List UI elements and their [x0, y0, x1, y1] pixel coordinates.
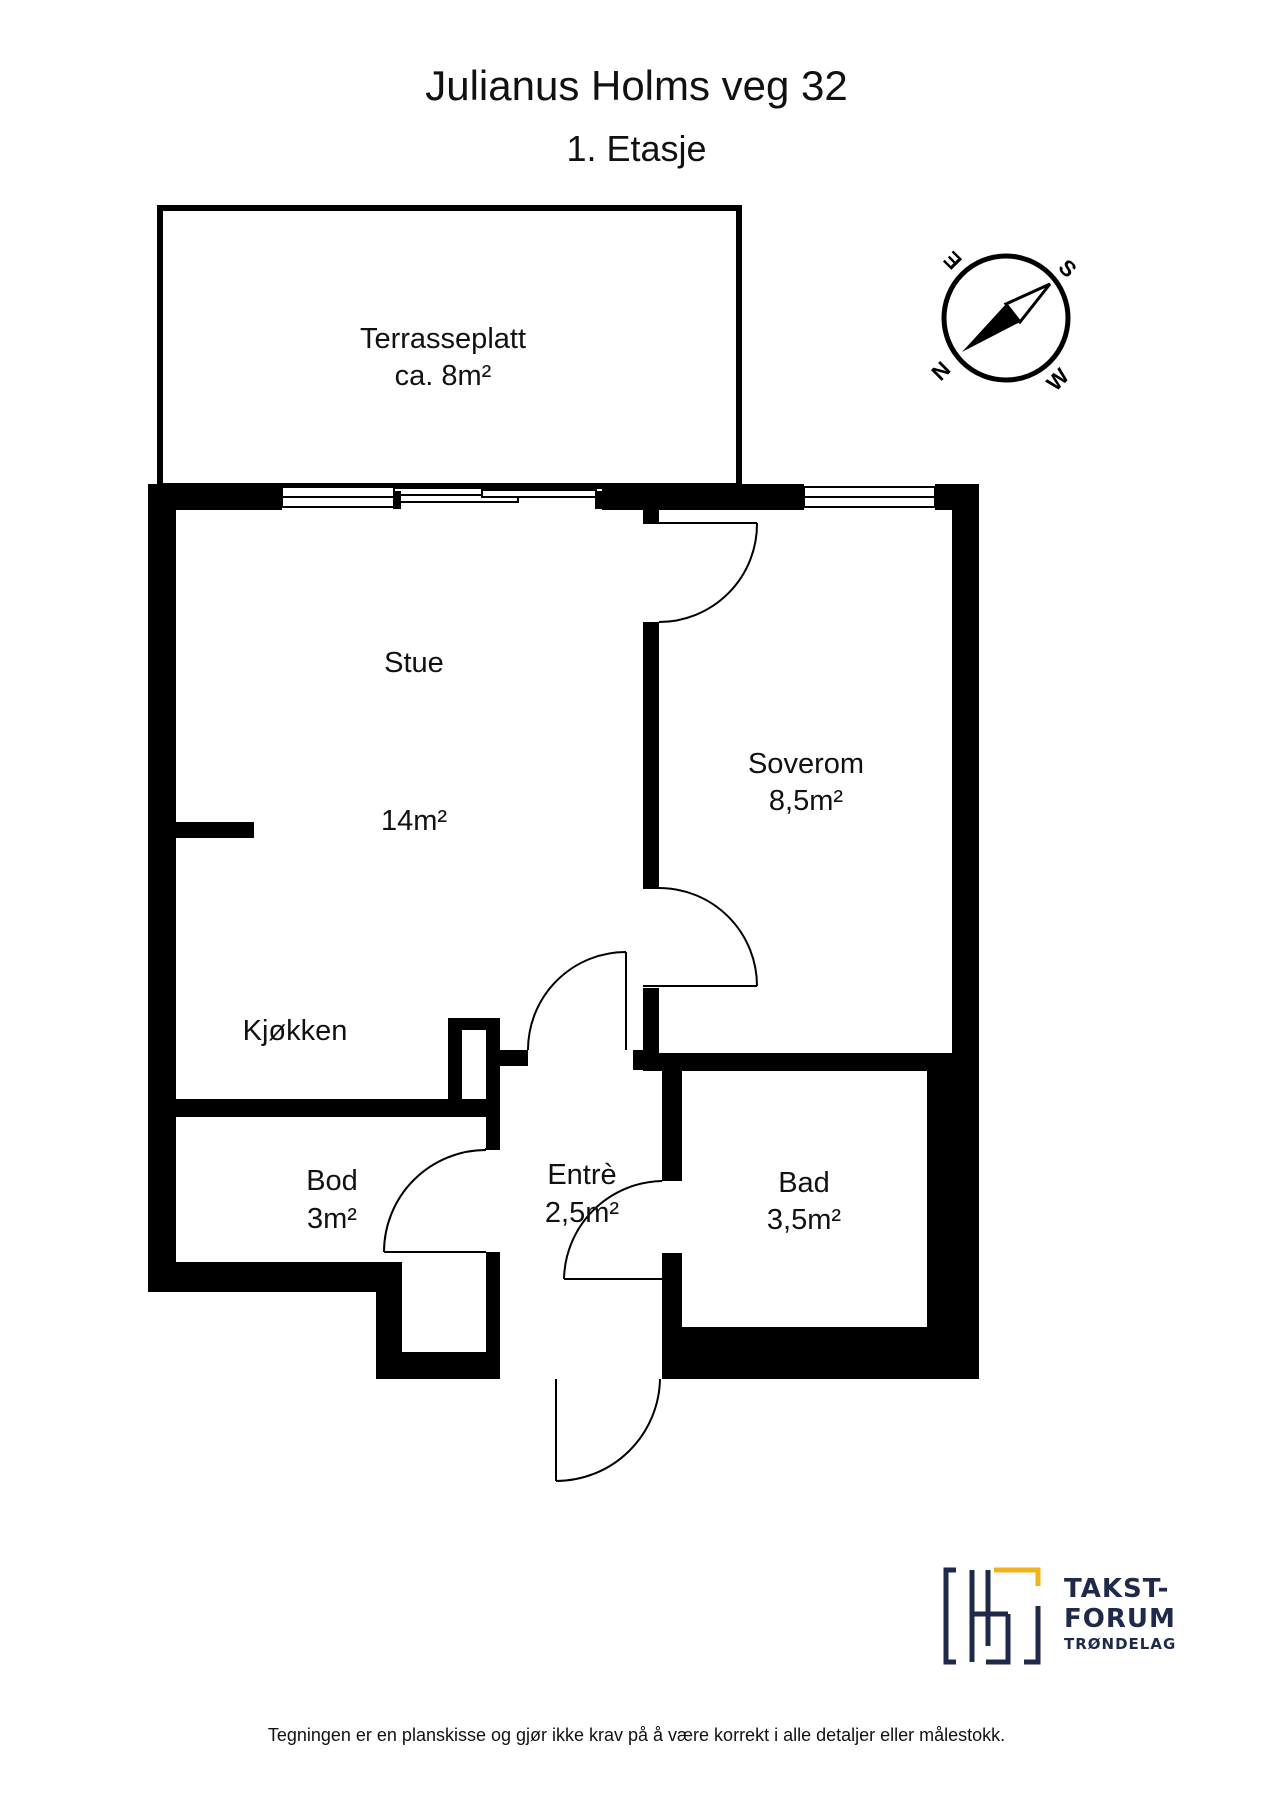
storage-area: 3m²	[307, 1203, 357, 1235]
compass: N E S W	[926, 246, 1081, 396]
compass-needle-south-icon	[1003, 282, 1052, 325]
bathroom-area: 3,5m²	[767, 1204, 841, 1236]
compass-e: E	[939, 246, 967, 274]
takstforum-logo-icon	[943, 1567, 1041, 1665]
compass-needle-north-icon	[962, 304, 1020, 352]
terrace-name: Terrasseplatt	[360, 323, 526, 355]
door-swings	[383, 522, 759, 1482]
bedroom-name: Soverom	[748, 748, 864, 780]
entrance-name: Entrè	[547, 1159, 616, 1191]
compass-ring-icon	[941, 253, 1071, 383]
sliding-door	[393, 489, 603, 509]
bathroom-name: Bad	[778, 1167, 830, 1199]
entrance-area: 2,5m²	[545, 1197, 619, 1229]
disclaimer: Tegningen er en planskisse og gjør ikke …	[267, 1725, 1006, 1745]
floor-label: 1. Etasje	[566, 128, 707, 169]
compass-s: S	[1054, 254, 1082, 282]
compass-n: N	[926, 356, 955, 385]
logo-line-2: FORUM	[1064, 1604, 1176, 1634]
terrace-area: ca. 8m²	[395, 360, 492, 392]
terrace-outline	[157, 205, 742, 489]
plan-title: Julianus Holms veg 32	[425, 62, 848, 109]
logo-line-3: TRØNDELAG	[1064, 1635, 1177, 1653]
walls	[148, 484, 979, 1379]
kitchen-name: Kjøkken	[243, 1015, 348, 1047]
logo-text: TAKST- FORUM TRØNDELAG	[1064, 1574, 1176, 1654]
bedroom-area: 8,5m²	[769, 785, 843, 817]
logo-line-1: TAKST-	[1064, 1574, 1170, 1604]
windows	[281, 486, 936, 508]
storage-name: Bod	[306, 1165, 358, 1197]
living-name: Stue	[384, 647, 444, 679]
living-area: 14m²	[381, 805, 447, 837]
